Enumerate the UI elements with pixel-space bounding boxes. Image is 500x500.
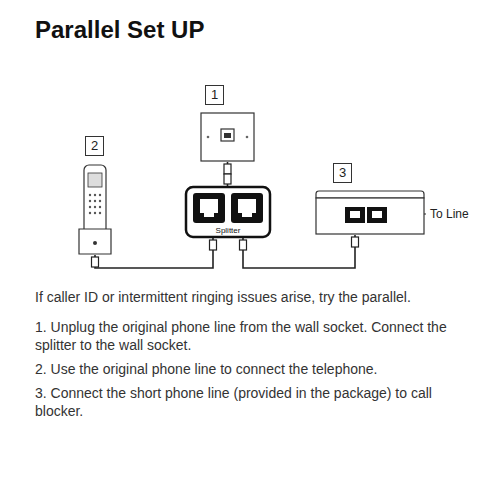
call-blocker: 3 xyxy=(315,190,425,235)
blocker-drawing xyxy=(315,190,425,235)
cable-plug xyxy=(92,257,99,267)
wall-socket: 1 xyxy=(200,112,255,162)
phone-drawing xyxy=(78,163,112,255)
line-label: To Line xyxy=(428,207,471,221)
callout-number: 2 xyxy=(85,136,104,156)
cable-plug xyxy=(240,240,247,250)
page-title: Parallel Set UP xyxy=(35,16,204,44)
step-text: 3. Connect the short phone line (provide… xyxy=(35,384,483,420)
note-text: If caller ID or intermittent ringing iss… xyxy=(35,288,483,306)
phone-cable xyxy=(95,238,213,268)
cable-plug xyxy=(224,174,231,184)
cordless-phone: 2 xyxy=(78,163,112,255)
step-text: 2. Use the original phone line to connec… xyxy=(35,360,483,378)
socket-drawing xyxy=(200,112,255,162)
cable-plug xyxy=(352,237,359,247)
cable-plug xyxy=(210,240,217,250)
phone-cable xyxy=(243,235,355,268)
device-label: Splitter xyxy=(185,226,271,235)
callout-number: 1 xyxy=(205,85,224,105)
step-text: 1. Unplug the original phone line from t… xyxy=(35,318,483,354)
instructions-block: If caller ID or intermittent ringing iss… xyxy=(35,288,483,426)
splitter-box: Splitter xyxy=(185,186,271,238)
cable-plug xyxy=(224,164,231,174)
callout-number: 3 xyxy=(333,163,352,183)
